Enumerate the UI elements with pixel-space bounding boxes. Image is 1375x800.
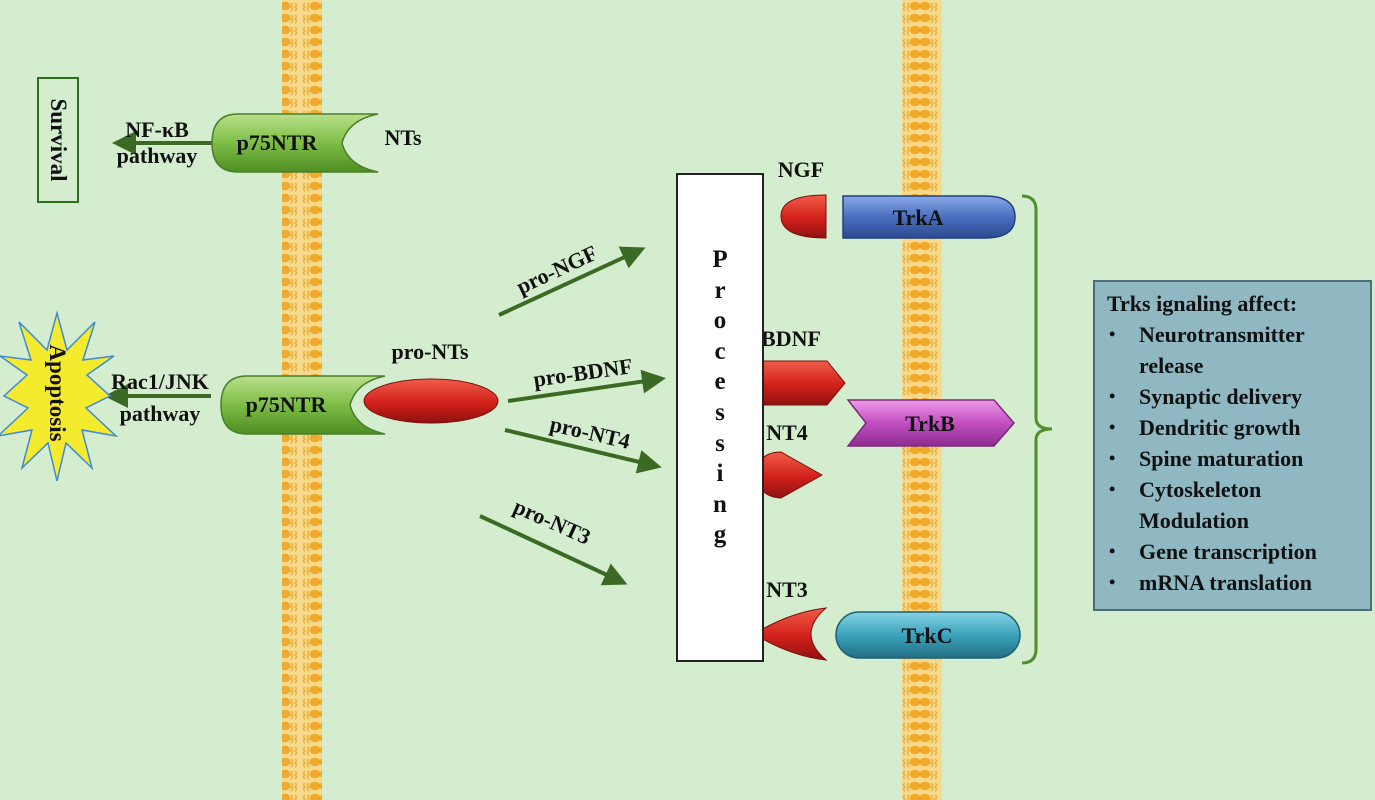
bdnf-label: BDNF	[761, 326, 821, 351]
processing-letter: r	[714, 276, 726, 304]
survival-box: Survival	[37, 77, 79, 203]
jnk-name: Rac1/JNK	[111, 369, 209, 394]
trkb-label: TrkB	[905, 411, 955, 436]
list-item: Gene transcription	[1107, 536, 1360, 567]
list-item: Neurotransmitter release	[1107, 319, 1360, 381]
jnk-pathway-label: Rac1/JNK pathway	[111, 366, 209, 430]
effects-title: Trks ignaling affect:	[1107, 291, 1298, 316]
pro-nts-ligand	[363, 378, 499, 424]
effects-list: Neurotransmitter release Synaptic delive…	[1107, 319, 1360, 598]
nfkb-suffix: pathway	[116, 143, 198, 168]
trk-effects-box: Trks ignaling affect: Neurotransmitter r…	[1093, 280, 1372, 611]
nt4-label: NT4	[766, 420, 808, 445]
nfkb-name: NF-κB	[125, 117, 189, 142]
trka-label: TrkA	[892, 205, 944, 230]
list-item: Spine maturation	[1107, 443, 1360, 474]
processing-text: P r o c e s s i n g	[678, 245, 762, 551]
trks-bracket	[1021, 194, 1053, 665]
processing-letter: n	[713, 490, 727, 518]
list-item: Dendritic growth	[1107, 412, 1360, 443]
nfkb-pathway-label: NF-κB pathway	[117, 117, 198, 169]
processing-letter: e	[714, 368, 726, 396]
processing-letter: c	[714, 337, 726, 365]
ngf-ligand	[780, 194, 827, 239]
p75ntr-bottom-receptor	[220, 375, 386, 435]
processing-letter: s	[715, 398, 725, 426]
processing-letter: o	[713, 307, 727, 335]
nt3-ligand	[753, 607, 828, 661]
nt3-label: NT3	[766, 577, 808, 602]
trkb-receptor	[846, 399, 1015, 447]
apoptosis-label: Apoptosis	[45, 344, 70, 442]
jnk-suffix: pathway	[119, 401, 201, 426]
list-item: Synaptic delivery	[1107, 381, 1360, 412]
pro-ngf-arrow	[498, 246, 646, 317]
pro-bdnf-arrow	[507, 369, 666, 403]
list-item: Cytoskeleton Modulation	[1107, 474, 1360, 536]
apoptosis-star	[0, 310, 119, 482]
nts-label: NTs	[384, 125, 422, 150]
processing-box: P r o c e s s i n g	[676, 173, 764, 662]
processing-letter: g	[713, 521, 727, 549]
processing-letter: s	[715, 429, 725, 457]
survival-label: Survival	[46, 98, 71, 182]
p75ntr-top-receptor	[211, 113, 379, 173]
processing-letter: i	[716, 460, 724, 488]
pro-nt4-arrow	[504, 428, 662, 474]
ngf-label: NGF	[777, 157, 825, 182]
processing-letter: P	[712, 246, 728, 273]
pro-nt3-arrow	[479, 514, 628, 586]
list-item: mRNA translation	[1107, 567, 1360, 598]
trkc-label: TrkC	[901, 623, 953, 648]
p75ntr-top-label: p75NTR	[236, 130, 318, 155]
pro-nts-label: pro-NTs	[391, 339, 469, 364]
p75ntr-bottom-label: p75NTR	[245, 392, 327, 417]
trka-receptor	[842, 195, 1016, 239]
trkc-receptor	[835, 611, 1021, 659]
